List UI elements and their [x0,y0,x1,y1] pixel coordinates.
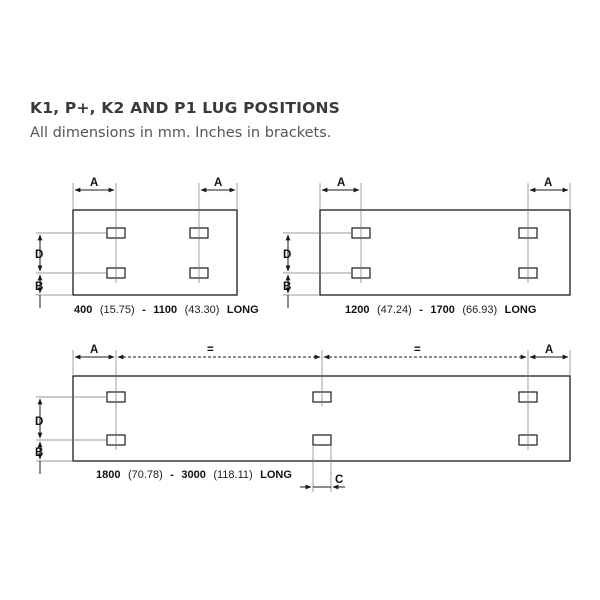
panel-small-outline [72,209,238,296]
dim-label-b: B [35,281,43,293]
dim-label-c: C [335,474,343,486]
dim-label-d: D [283,249,291,261]
page-title: K1, P+, K2 AND P1 LUG POSITIONS [30,99,341,117]
dim-label-b: B [35,447,43,459]
panel-large-caption: 1800 (70.78) - 3000 (118.11) LONG [96,465,292,482]
dim-label-equal: = [414,344,421,356]
panel-medium-caption: 1200 (47.24) - 1700 (66.93) LONG [345,300,536,317]
dim-label-d: D [35,416,43,428]
dim-label-b: B [283,281,291,293]
dim-label-a: A [90,344,98,356]
dim-label-a: A [90,177,98,189]
dim-label-a: A [545,344,553,356]
lug [312,434,332,446]
panel-large-outline [72,375,571,462]
dim-label-a: A [544,177,552,189]
page-subtitle: All dimensions in mm. Inches in brackets… [30,125,332,141]
dim-label-equal: = [207,344,214,356]
panel-small: A A D B 400 (15.75) - 1100 (43.30) LONG [35,177,259,317]
panel-small-caption: 400 (15.75) - 1100 (43.30) LONG [74,300,259,317]
panel-large: A = = A D B C 1800 (70.78) - 3000 (118.1… [35,344,571,492]
panel-medium-outline [319,209,571,296]
panel-medium: A A D B 1200 (47.24) - 1700 (66.93) LONG [283,177,571,317]
dim-label-a: A [214,177,222,189]
dim-label-a: A [337,177,345,189]
dim-label-d: D [35,249,43,261]
